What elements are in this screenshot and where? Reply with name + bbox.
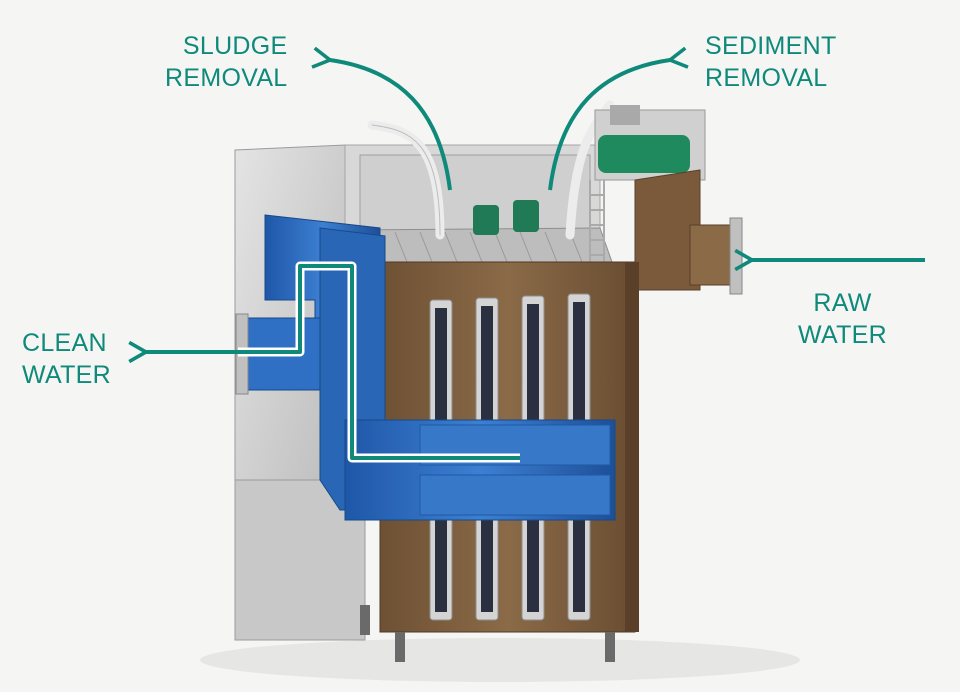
clean-water-label-line2: WATER [22, 361, 111, 389]
sediment-removal-arrow [548, 46, 689, 191]
sludge-removal-label: SLUDGE REMOVAL [165, 30, 288, 94]
raw-water-inlet [634, 169, 743, 295]
floor-shadow [200, 638, 800, 682]
support-legs [360, 605, 615, 662]
clean-water-channel [235, 214, 616, 521]
flow-path-line [238, 264, 520, 460]
sediment-removal-label: SEDIMENT REMOVAL [705, 30, 837, 94]
sludge-removal-label-line2: REMOVAL [165, 64, 288, 92]
green-valves [473, 200, 539, 235]
sludge-removal-label-line1: SLUDGE [182, 32, 288, 60]
clean-water-label-line1: CLEAN [22, 329, 107, 357]
clean-water-label: CLEAN WATER [22, 327, 111, 391]
raw-water-label: RAW WATER [798, 287, 887, 351]
sludge-removal-arrow [311, 46, 452, 191]
raw-water-label-line2: WATER [798, 321, 887, 349]
sediment-removal-label-line1: SEDIMENT [705, 32, 837, 60]
green-motor [594, 105, 706, 181]
raw-water-label-line1: RAW [813, 289, 872, 317]
sediment-removal-label-line2: REMOVAL [705, 64, 828, 92]
ladder [589, 180, 605, 265]
